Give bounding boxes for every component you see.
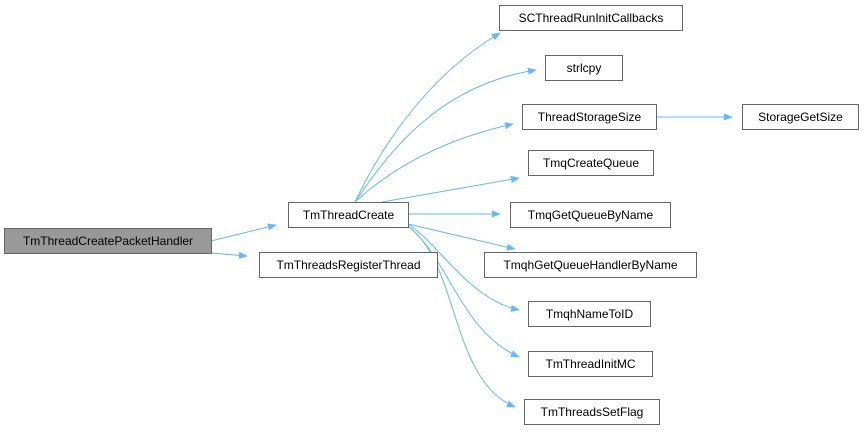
node-label: TmThreadCreatePacketHandler [23, 234, 193, 248]
function-node[interactable]: ThreadStorageSize [522, 104, 657, 130]
node-box [522, 104, 657, 130]
node-box [259, 252, 438, 278]
function-node[interactable]: TmqCreateQueue [528, 150, 654, 176]
node-box [545, 55, 623, 81]
function-node[interactable]: SCThreadRunInitCallbacks [499, 5, 683, 31]
node-label: strlcpy [567, 61, 602, 75]
function-node[interactable]: TmThreadCreate [288, 202, 409, 228]
edge-n0-n1 [210, 223, 277, 242]
function-node[interactable]: TmThreadsSetFlag [524, 399, 660, 425]
node-box [4, 228, 212, 254]
edge-n0-n2 [210, 251, 248, 259]
node-label: ThreadStorageSize [538, 110, 642, 124]
function-node[interactable]: TmqhGetQueueHandlerByName [484, 252, 697, 278]
edge-n1-n5 [354, 122, 514, 203]
edges-layer [210, 32, 733, 408]
node-label: TmThreadsRegisterThread [276, 258, 420, 272]
node-box [528, 301, 651, 327]
node-box [510, 202, 671, 228]
function-node[interactable]: TmqhNameToID [528, 301, 651, 327]
node-box [288, 202, 409, 228]
node-label: TmqhGetQueueHandlerByName [503, 258, 677, 272]
function-node[interactable]: TmqGetQueueByName [510, 202, 671, 228]
node-label: TmqCreateQueue [543, 156, 639, 170]
function-node[interactable]: strlcpy [545, 55, 623, 81]
node-label: SCThreadRunInitCallbacks [519, 11, 664, 25]
node-label: StorageGetSize [758, 110, 843, 124]
node-box [742, 104, 859, 130]
edge-n1-n3 [354, 32, 501, 203]
edge-n1-n4 [354, 67, 537, 203]
node-label: TmThreadsSetFlag [541, 405, 644, 419]
edge-n1-n10 [407, 223, 520, 312]
edge-n1-n12 [407, 225, 516, 408]
node-label: TmThreadCreate [303, 208, 395, 222]
node-box [528, 351, 653, 377]
node-box [499, 5, 683, 31]
edge-n1-n7 [381, 175, 520, 203]
nodes-layer: TmThreadCreatePacketHandler TmThreadCreat… [4, 5, 859, 425]
node-label: TmThreadInitMC [545, 357, 635, 371]
edge-n1-n9 [407, 223, 516, 251]
node-label: TmqhNameToID [546, 307, 634, 321]
root-node[interactable]: TmThreadCreatePacketHandler [4, 228, 212, 254]
node-box [528, 150, 654, 176]
function-node[interactable]: StorageGetSize [742, 104, 859, 130]
function-node[interactable]: TmThreadsRegisterThread [259, 252, 438, 278]
function-node[interactable]: TmThreadInitMC [528, 351, 653, 377]
node-box [524, 399, 660, 425]
node-box [484, 252, 697, 278]
node-label: TmqGetQueueByName [528, 208, 654, 222]
